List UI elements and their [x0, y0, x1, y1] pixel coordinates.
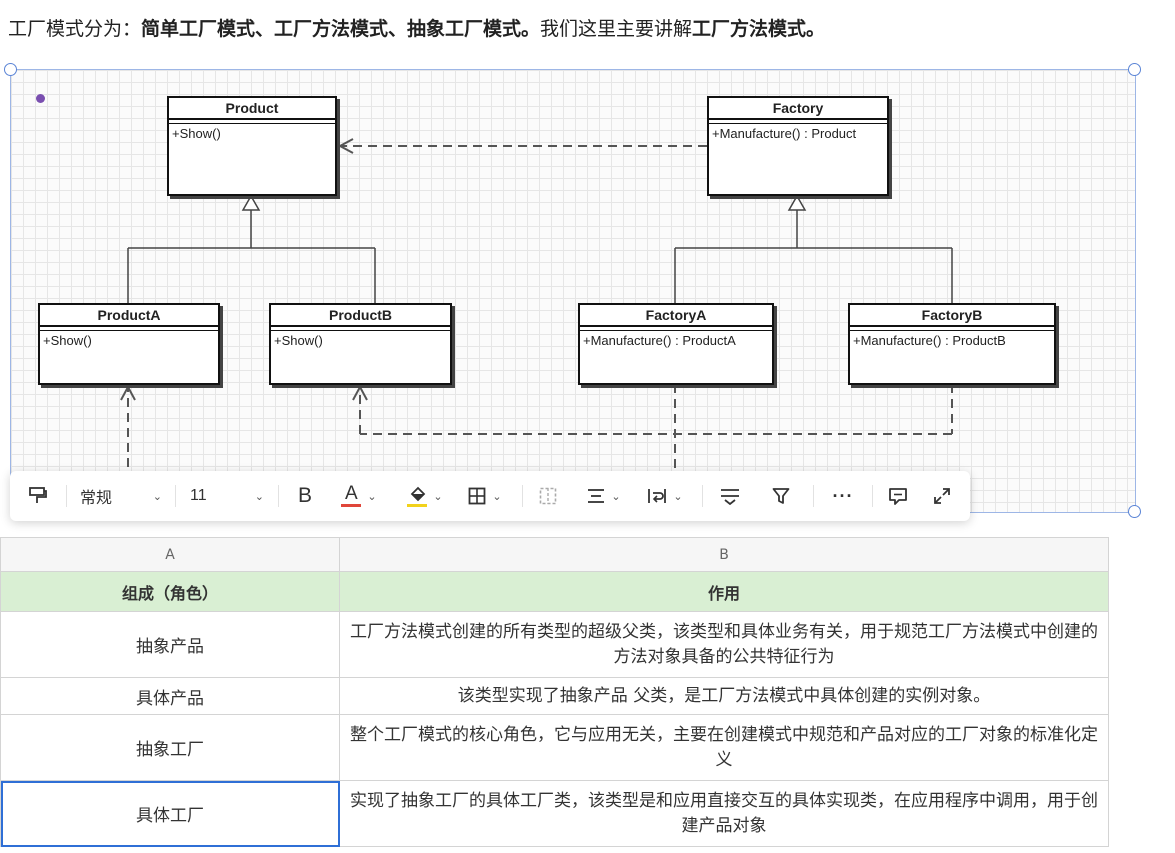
class-name: ProductB — [271, 305, 450, 327]
resize-handle-top-right[interactable] — [1128, 63, 1141, 76]
format-painter-button[interactable] — [24, 471, 52, 521]
expand-icon — [934, 488, 950, 504]
bold-button[interactable]: B — [293, 471, 317, 521]
roles-table: A B 组成（角色） 作用 抽象产品 工厂方法模式创建的所有类型的超级父类，该类… — [0, 537, 1109, 847]
font-color-button[interactable]: A ⌄ — [336, 471, 382, 521]
class-operation: +Show() — [172, 126, 221, 141]
cell-role[interactable]: 抽象产品 — [0, 611, 340, 678]
chevron-down-icon: ⌄ — [433, 490, 443, 503]
chevron-down-icon: ⌄ — [492, 490, 502, 503]
fill-color-icon — [407, 486, 428, 507]
cell-role[interactable]: 具体产品 — [0, 677, 340, 715]
uml-diagram-canvas[interactable]: Product +Show() Factory +Manufacture() :… — [10, 69, 1136, 513]
cell-desc[interactable]: 工厂方法模式创建的所有类型的超级父类，该类型和具体业务有关，用于规范工厂方法模式… — [339, 611, 1109, 678]
chevron-down-icon: ⌄ — [367, 490, 377, 503]
inheritance-arrow-factory — [787, 194, 807, 211]
intro-text: 工厂模式分为：简单工厂模式、工厂方法模式、抽象工厂模式。我们这里主要讲解工厂方法… — [8, 14, 825, 41]
table-row: 具体产品 该类型实现了抽象产品 父类，是工厂方法模式中具体创建的实例对象。 — [0, 677, 1109, 715]
column-header-a[interactable]: A — [0, 537, 340, 572]
class-operation: +Show() — [43, 333, 92, 348]
fill-color-button[interactable]: ⌄ — [402, 471, 448, 521]
more-options-button[interactable]: ··· — [827, 471, 859, 521]
borders-button[interactable]: ⌄ — [463, 471, 507, 521]
font-color-swatch — [341, 504, 362, 507]
uml-class-product[interactable]: Product +Show() — [167, 96, 337, 196]
expand-button[interactable] — [930, 471, 954, 521]
bold-icon: B — [297, 484, 312, 507]
floating-format-toolbar: 常规 ⌄ 11 ⌄ B A ⌄ ⌄ ⌄ ⌄ ⌄ ··· — [10, 471, 970, 521]
column-header-row: A B — [0, 537, 1109, 572]
text-wrap-icon — [648, 489, 667, 503]
header-cell-role[interactable]: 组成（角色） — [0, 571, 340, 612]
chevron-down-icon: ⌄ — [152, 490, 162, 503]
cell-role[interactable]: 抽象工厂 — [0, 714, 340, 781]
class-operation: +Manufacture() : ProductA — [583, 333, 736, 348]
header-cell-function[interactable]: 作用 — [339, 571, 1109, 612]
class-name: Factory — [709, 98, 887, 120]
intro-middle: 我们这里主要讲解 — [540, 18, 693, 40]
merge-cells-button[interactable] — [536, 471, 560, 521]
uml-class-productb[interactable]: ProductB +Show() — [269, 303, 452, 385]
uml-class-factoryb[interactable]: FactoryB +Manufacture() : ProductB — [848, 303, 1056, 385]
align-center-icon — [588, 489, 605, 503]
font-color-letter: A — [345, 483, 358, 504]
dependency-arrow-product — [337, 138, 354, 154]
style-select-value: 常规 — [80, 490, 113, 507]
uml-class-factorya[interactable]: FactoryA +Manufacture() : ProductA — [578, 303, 774, 385]
class-operation: +Manufacture() : ProductB — [853, 333, 1006, 348]
anchor-dot — [36, 94, 45, 103]
align-button[interactable]: ⌄ — [581, 471, 627, 521]
resize-handle-top-left[interactable] — [4, 63, 17, 76]
column-header-b[interactable]: B — [339, 537, 1109, 572]
dependency-arrow-producta — [120, 384, 136, 401]
table-row: 具体工厂 实现了抽象工厂的具体工厂类，该类型是和应用直接交互的具体实现类，在应用… — [0, 780, 1109, 847]
conditional-format-button[interactable] — [717, 471, 743, 521]
style-select[interactable]: 常规 ⌄ — [80, 471, 162, 521]
conditional-format-icon — [721, 489, 739, 505]
uml-class-factory[interactable]: Factory +Manufacture() : Product — [707, 96, 889, 196]
text-wrap-button[interactable]: ⌄ — [642, 471, 688, 521]
intro-prefix: 工厂模式分为： — [8, 18, 142, 40]
paint-brush-icon — [29, 487, 47, 503]
class-operation: +Show() — [274, 333, 323, 348]
cell-desc[interactable]: 实现了抽象工厂的具体工厂类，该类型是和应用直接交互的具体实现类，在应用程序中调用… — [339, 780, 1109, 847]
inheritance-arrow-product — [241, 194, 261, 211]
chevron-down-icon: ⌄ — [611, 490, 621, 503]
cell-role-selected[interactable]: 具体工厂 — [0, 780, 340, 847]
class-name: ProductA — [40, 305, 218, 327]
uml-class-producta[interactable]: ProductA +Show() — [38, 303, 220, 385]
comment-icon — [889, 488, 907, 505]
table-row: 抽象工厂 整个工厂模式的核心角色，它与应用无关，主要在创建模式中规范和产品对应的… — [0, 714, 1109, 781]
font-color-icon: A — [341, 483, 362, 507]
resize-handle-bottom-right[interactable] — [1128, 505, 1141, 518]
intro-types: 简单工厂模式、工厂方法模式、抽象工厂模式。 — [141, 18, 541, 40]
comment-button[interactable] — [886, 471, 910, 521]
class-operation: +Manufacture() : Product — [712, 126, 857, 141]
cell-desc[interactable]: 整个工厂模式的核心角色，它与应用无关，主要在创建模式中规范和产品对应的工厂对象的… — [339, 714, 1109, 781]
dependency-arrow-productb — [352, 384, 368, 401]
filter-icon — [772, 488, 790, 504]
class-name: FactoryB — [850, 305, 1054, 327]
merge-cells-icon — [539, 487, 557, 505]
fill-color-swatch — [407, 503, 428, 507]
chevron-down-icon: ⌄ — [254, 490, 264, 503]
cell-desc[interactable]: 该类型实现了抽象产品 父类，是工厂方法模式中具体创建的实例对象。 — [339, 677, 1109, 715]
font-size-value: 11 — [190, 487, 207, 504]
class-name: FactoryA — [580, 305, 772, 327]
chevron-down-icon: ⌄ — [673, 490, 683, 503]
class-name: Product — [169, 98, 335, 120]
table-row: 抽象产品 工厂方法模式创建的所有类型的超级父类，该类型和具体业务有关，用于规范工… — [0, 611, 1109, 678]
font-size-select[interactable]: 11 ⌄ — [190, 471, 264, 521]
filter-button[interactable] — [768, 471, 794, 521]
borders-icon — [468, 487, 486, 505]
more-icon: ··· — [832, 485, 854, 506]
intro-focus: 工厂方法模式。 — [692, 18, 826, 40]
table-header-row: 组成（角色） 作用 — [0, 571, 1109, 612]
